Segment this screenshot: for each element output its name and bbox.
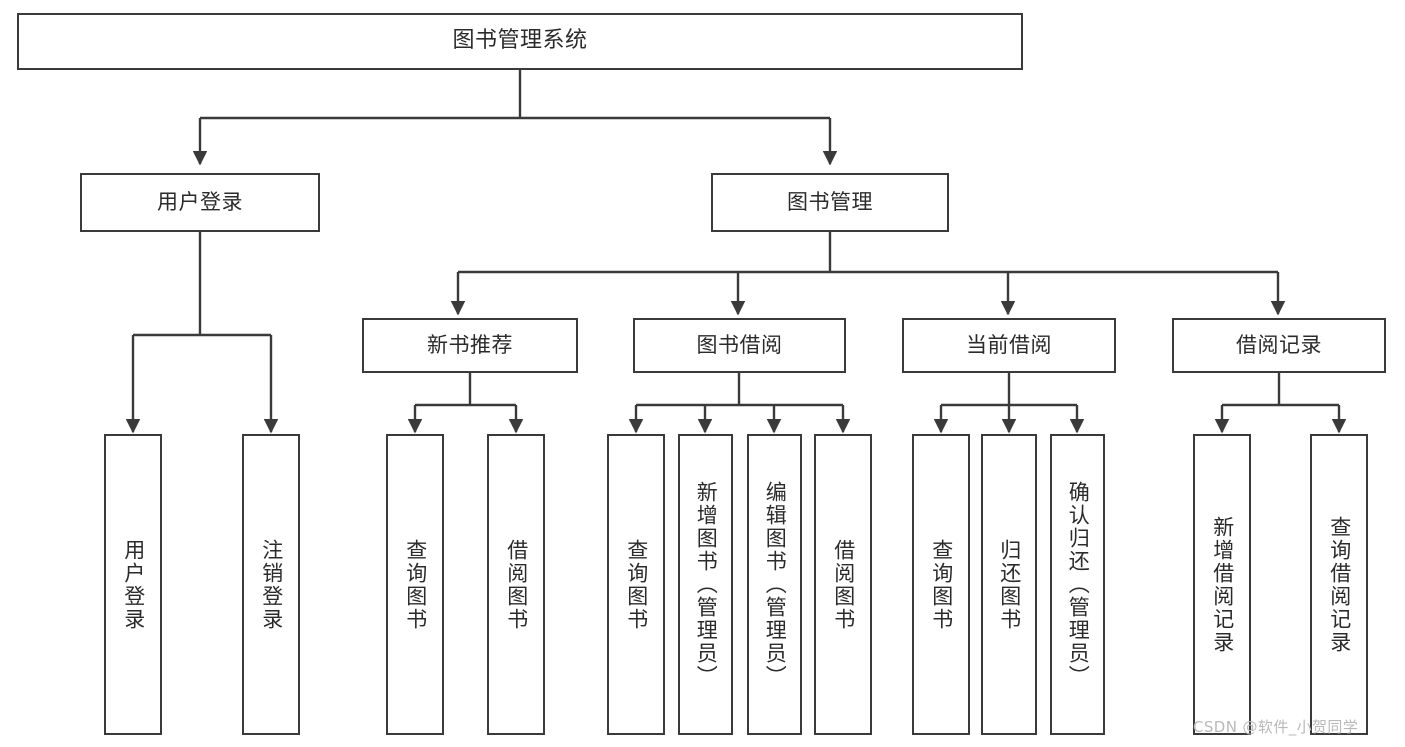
node-label: 归还图书	[997, 538, 1022, 631]
node-label: 查询图书	[403, 538, 428, 631]
node-label: 查询借阅记录	[1327, 515, 1352, 654]
node-root-system[interactable]: 图书管理系统	[17, 13, 1023, 70]
node-leaf-user-login[interactable]: 用户登录	[104, 434, 162, 735]
node-label: 编辑图书（管理员）	[763, 481, 788, 688]
node-user-login[interactable]: 用户登录	[80, 173, 320, 232]
node-label: 图书借阅	[696, 332, 783, 357]
node-label: 当前借阅	[966, 332, 1052, 357]
node-label: 用户登录	[157, 189, 243, 214]
node-label: 注销登录	[259, 538, 284, 631]
node-leaf-add-borrow-record[interactable]: 新增借阅记录	[1193, 434, 1251, 735]
node-label: 借阅图书	[504, 538, 529, 631]
node-label: 新增借阅记录	[1210, 515, 1235, 654]
node-leaf-query-book-1[interactable]: 查询图书	[386, 434, 444, 735]
node-label: 借阅记录	[1236, 332, 1322, 357]
node-label: 新增图书（管理员）	[694, 481, 719, 688]
node-label: 图书管理系统	[452, 28, 588, 54]
node-borrow-record[interactable]: 借阅记录	[1172, 318, 1386, 373]
node-leaf-return-book[interactable]: 归还图书	[981, 434, 1037, 735]
node-current-borrow[interactable]: 当前借阅	[902, 318, 1116, 373]
node-label: 确认归还（管理员）	[1066, 481, 1091, 688]
node-leaf-query-book-2[interactable]: 查询图书	[607, 434, 665, 735]
node-label: 新书推荐	[427, 332, 513, 357]
node-leaf-edit-book[interactable]: 编辑图书（管理员）	[747, 434, 802, 735]
node-leaf-borrow-book-2[interactable]: 借阅图书	[814, 434, 872, 735]
node-leaf-add-book[interactable]: 新增图书（管理员）	[678, 434, 733, 735]
node-label: 查询图书	[929, 538, 954, 631]
node-leaf-query-book-3[interactable]: 查询图书	[912, 434, 970, 735]
node-leaf-logout-login[interactable]: 注销登录	[242, 434, 300, 735]
csdn-watermark: CSDN @软件_小贺同学	[1193, 718, 1359, 736]
node-label: 图书管理	[787, 189, 873, 214]
node-leaf-borrow-book-1[interactable]: 借阅图书	[487, 434, 545, 735]
node-label: 用户登录	[121, 538, 146, 631]
node-label: 借阅图书	[831, 538, 856, 631]
node-leaf-confirm-return[interactable]: 确认归还（管理员）	[1050, 434, 1105, 735]
node-book-management[interactable]: 图书管理	[711, 173, 949, 232]
node-leaf-query-borrow-record[interactable]: 查询借阅记录	[1310, 434, 1368, 735]
node-new-book-recommend[interactable]: 新书推荐	[362, 318, 578, 373]
node-label: 查询图书	[624, 538, 649, 631]
node-book-borrow[interactable]: 图书借阅	[633, 318, 846, 373]
